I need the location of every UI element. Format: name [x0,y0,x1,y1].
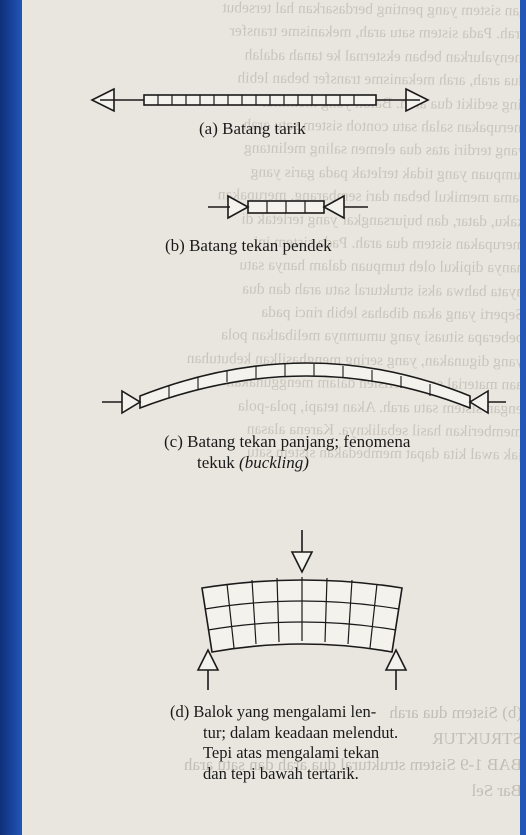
left-pull-arrow [90,87,144,113]
top-load-arrow [290,530,314,574]
caption-a: (a) Batang tarik [199,119,306,138]
caption-c-italic: (buckling) [239,453,309,472]
caption-c-word: tekuk [197,453,240,472]
right-push-arrow [322,194,368,220]
right-support-arrow [384,648,408,690]
caption-d-line3: Tepi atas mengalami tekan [203,743,380,762]
caption-d-line4: dan tepi bawah tertarik. [203,763,359,783]
blue-right-edge [520,0,526,835]
caption-c-line1: (c) Batang tekan panjang; fenomena [164,432,411,451]
beam-grid-vertical [226,577,378,649]
bar-segments [157,95,355,105]
buckled-bar [139,362,471,410]
right-buckling-arrow [468,389,506,415]
tension-member-figure [90,87,430,113]
left-buckling-arrow [102,389,142,415]
caption-d-line1: (d) Balok yang mengalami len- [170,702,377,721]
right-pull-arrow [376,87,430,113]
caption-c-line2: tekuk (buckling) [164,452,410,473]
tension-bar [143,94,377,106]
buckling-figure [102,362,506,415]
structural-figures [90,87,506,690]
caption-c: (c) Batang tekan panjang; fenomena tekuk… [164,431,410,473]
left-push-arrow [208,194,250,220]
short-compression-figure [208,194,368,220]
caption-d-line2: tur; dalam keadaan melendut. [203,722,399,742]
bending-beam-figure [196,530,408,690]
caption-b: (b) Batang tekan pendek [165,236,332,255]
blue-side-bar [0,0,22,835]
left-support-arrow [196,648,220,690]
buckled-segments [168,364,431,398]
caption-d: (d) Balok yang mengalami len- tur; dalam… [170,702,398,784]
scanned-page: gan sistem yang penting berdasarkan hal … [22,0,520,835]
